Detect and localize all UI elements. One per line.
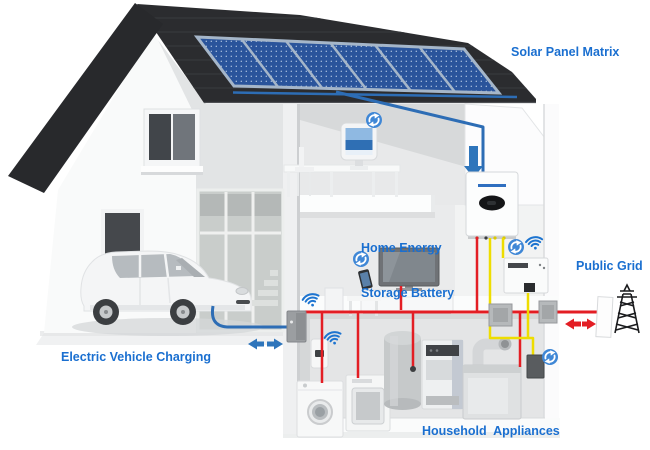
electric-car: [80, 250, 252, 325]
solar-panel-dividers: [240, 38, 456, 93]
label-home-energy-battery: Home Energy Storage Battery: [361, 211, 454, 316]
wall-display-monitor: [340, 122, 378, 170]
meter-box: [526, 354, 545, 379]
transmission-tower-icon: [614, 283, 640, 334]
desk: [283, 164, 401, 197]
heat-pump: [462, 337, 522, 420]
yellow-wires: [488, 238, 535, 355]
attic-window: [141, 108, 203, 175]
junction-box-2: [538, 300, 558, 324]
grid-wall-panel: [595, 296, 614, 338]
solar-eave-conduit: [232, 91, 518, 99]
sync-icon: [365, 111, 383, 129]
tv: [378, 247, 440, 291]
label-public-grid: Public Grid: [576, 259, 643, 273]
junction-box-1: [488, 303, 513, 327]
chair: [295, 147, 314, 196]
ev-flow-arrows: [248, 338, 283, 350]
ev-cable: [210, 305, 289, 329]
washing-machine: [296, 380, 344, 438]
label-solar-panel-matrix: Solar Panel Matrix: [511, 45, 620, 59]
grid-flow-arrows: [565, 318, 596, 330]
solar-panel-array: [193, 35, 518, 99]
ev-charger: [286, 310, 307, 343]
sync-icon: [507, 238, 525, 256]
label-home-energy-line2: Storage Battery: [361, 286, 455, 300]
garage-stairs: [252, 270, 278, 306]
smartphone: [358, 269, 373, 290]
smart-plug: [310, 338, 329, 369]
storage-battery: [465, 171, 519, 240]
label-household-appliances: Household Appliances: [422, 424, 560, 438]
label-ev-charging: Electric Vehicle Charging: [61, 350, 212, 364]
sync-icon: [541, 348, 559, 366]
label-home-energy-line1: Home Energy: [361, 241, 442, 255]
small-table: [347, 296, 381, 316]
boiler: [421, 339, 464, 410]
side-cabinet: [324, 287, 344, 313]
inverter-box: [503, 257, 549, 294]
loft-floor: [283, 195, 435, 218]
roof-gable-band: [8, 3, 163, 193]
battery-logo: [478, 184, 506, 187]
dryer: [345, 374, 391, 432]
solar-dc-wire: [335, 90, 485, 172]
tank-connector: [410, 366, 416, 372]
attic-room: [300, 104, 470, 205]
vent-duct: [472, 338, 504, 366]
